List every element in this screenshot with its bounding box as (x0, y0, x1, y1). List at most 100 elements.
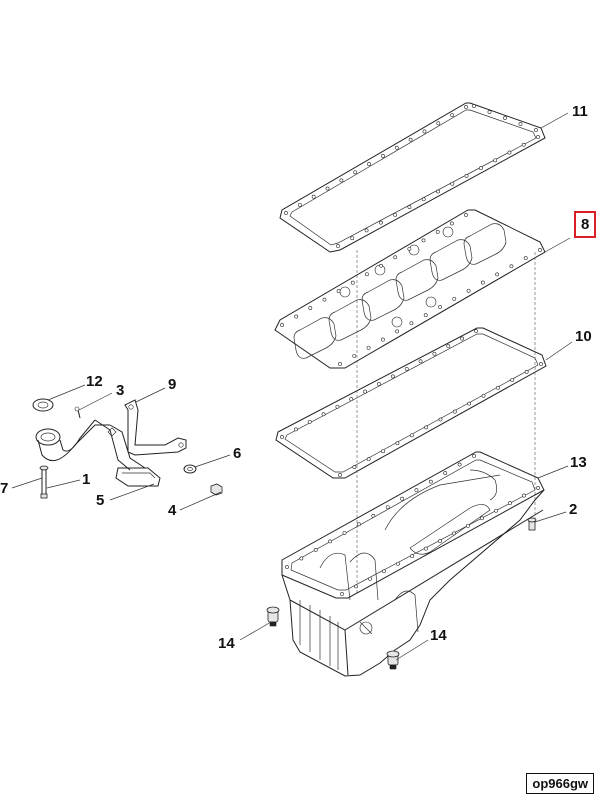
callout-5: 5 (96, 492, 105, 509)
bolt-hole (450, 181, 455, 186)
bolt-hole (409, 433, 414, 438)
bolt-hole (293, 427, 298, 432)
bolt-hole (452, 409, 457, 414)
callout-13: 13 (570, 454, 587, 471)
bolt-hole (524, 370, 529, 374)
bolt-hole (400, 496, 404, 501)
bolt-hole (396, 561, 400, 566)
bolt-hole (534, 128, 538, 132)
bolt-hole (450, 113, 455, 118)
upper-gasket-part-11 (279, 102, 546, 253)
callout-1: 1 (82, 471, 91, 488)
plate-window (361, 279, 405, 321)
bolt-hole (366, 457, 371, 462)
bolt-hole (395, 441, 400, 446)
callout-10: 10 (575, 328, 592, 345)
plate-round-hole (442, 226, 454, 238)
bolt-hole (338, 362, 342, 366)
bolt-hole (390, 374, 395, 379)
bolt-hole (436, 189, 440, 194)
bolt-hole (393, 212, 398, 217)
bolt-hole (308, 306, 313, 310)
bolt-hole (393, 255, 398, 260)
bolt-hole (366, 345, 371, 350)
assembly-guide-lines (356, 250, 536, 595)
oil-pan-part-13 (281, 451, 545, 677)
bolt-hole (325, 186, 330, 191)
callout-7: 7 (0, 480, 9, 497)
lower-gasket-part-10 (275, 327, 547, 479)
bolt-hole (321, 412, 326, 417)
bolt-hole (523, 256, 528, 261)
bolt-hole (371, 513, 376, 518)
bolt-hole (452, 531, 456, 536)
plate-window (293, 317, 337, 359)
bolt-hole (436, 121, 441, 126)
bolt-hole (307, 419, 312, 424)
bolt-hole (495, 272, 500, 277)
bolt-hole (407, 205, 412, 209)
bolt-hole (474, 329, 478, 333)
bolt-hole (457, 462, 462, 467)
drain-plug-part-14-left (266, 606, 280, 627)
bolt-hole (342, 530, 347, 535)
bolt-part-2 (527, 517, 537, 531)
bolt-hole (460, 336, 465, 341)
bolt-hole (354, 584, 358, 589)
bolt-hole (280, 323, 284, 327)
plate-round-hole (339, 286, 351, 298)
bolt-hole (379, 263, 383, 268)
plate-round-hole (391, 316, 403, 328)
bolt-hole (365, 272, 369, 277)
bolt-hole (422, 129, 427, 134)
bolt-hole (328, 539, 333, 544)
callout-8-highlighted[interactable]: 8 (574, 211, 597, 238)
bolt-hole (385, 505, 390, 510)
bolt-hole (299, 556, 304, 561)
bolt-hole (381, 154, 385, 158)
bolt-hole (508, 501, 512, 506)
bolt-hole (294, 314, 299, 319)
plate-window (395, 259, 439, 301)
bolt-hole (364, 228, 369, 233)
bolt-hole (336, 244, 340, 248)
bolt-hole (336, 289, 341, 294)
bolt-hole (522, 493, 526, 498)
bracket-part-9 (124, 399, 187, 456)
drain-plug-part-14-right (386, 650, 400, 670)
bolt-hole (377, 382, 381, 386)
leader-lines (11, 112, 573, 661)
bolt-hole (350, 236, 355, 241)
plate-window (328, 299, 372, 341)
bolt-hole (297, 202, 302, 207)
bolt-hole (404, 366, 409, 371)
bolt-hole (339, 178, 344, 183)
bolt-hole (467, 401, 472, 406)
bolt-hole (446, 344, 451, 349)
bolt-hole (395, 329, 400, 334)
bolt-hole (452, 296, 457, 301)
bolt-hole (394, 145, 399, 150)
bolt-hole (536, 486, 540, 490)
bolt-hole (349, 397, 354, 402)
bolt-hole (409, 321, 414, 326)
bolt-hole (518, 122, 523, 126)
callout-2: 2 (569, 501, 578, 518)
bolt-hole (438, 305, 442, 309)
bolt-hole (493, 158, 498, 163)
callout-4: 4 (168, 502, 177, 519)
bolt-hole (438, 539, 442, 543)
bolt-hole (363, 389, 368, 394)
o-ring-part-12 (32, 398, 54, 412)
pickup-screen-part-5 (115, 467, 161, 487)
callout-11: 11 (572, 103, 588, 120)
bolt-hole (352, 465, 357, 469)
bolt-hole (284, 211, 288, 215)
bolt-hole (340, 592, 344, 596)
bolt-hole (432, 351, 437, 356)
oil-suction-tube (35, 419, 146, 471)
bolt-part-3 (74, 406, 81, 419)
bolt-hole (478, 166, 483, 171)
bolt-hole (507, 150, 512, 155)
